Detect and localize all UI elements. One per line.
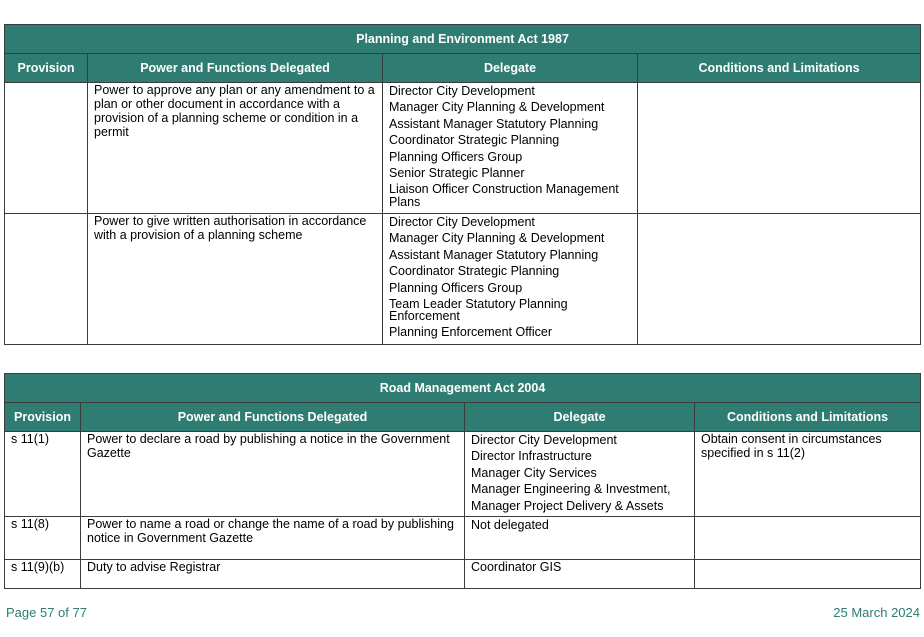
power-cell: Power to declare a road by publishing a … <box>80 431 465 517</box>
conditions-cell <box>636 82 922 214</box>
delegate-item: Senior Strategic Planner <box>389 165 525 180</box>
column-header-conditions: Conditions and Limitations <box>636 53 922 83</box>
delegate-item: Assistant Manager Statutory Planning <box>389 116 599 131</box>
delegate-item: Not delegated <box>471 518 549 532</box>
column-header-delegate: Delegate <box>382 53 638 83</box>
delegate-item: Director City Development <box>389 215 535 229</box>
delegate-item: Assistant Manager Statutory Planning <box>389 247 599 262</box>
delegate-cell: Coordinator GIS <box>464 559 695 589</box>
delegate-cell: Director City Development Director Infra… <box>464 431 695 517</box>
column-header-conditions: Conditions and Limitations <box>694 402 921 432</box>
column-header-provision: Provision <box>4 53 88 83</box>
power-cell: Power to give written authorisation in a… <box>87 213 383 345</box>
power-cell: Power to name a road or change the name … <box>80 516 465 560</box>
provision-cell <box>4 213 88 345</box>
column-header-delegate: Delegate <box>464 402 695 432</box>
delegate-item: Manager City Services <box>471 465 597 480</box>
table-row: s 11(1) Power to declare a road by publi… <box>4 431 921 517</box>
delegate-item: Planning Officers Group <box>389 149 523 164</box>
conditions-cell: Obtain consent in circumstances specifie… <box>694 431 921 517</box>
delegate-cell: Director City Development Manager City P… <box>382 82 638 214</box>
table-row: s 11(8) Power to name a road or change t… <box>4 516 921 560</box>
power-cell: Power to approve any plan or any amendme… <box>87 82 383 214</box>
provision-cell: s 11(9)(b) <box>4 559 81 589</box>
column-header-provision: Provision <box>4 402 81 432</box>
conditions-cell <box>694 559 921 589</box>
column-header-power: Power and Functions Delegated <box>87 53 383 83</box>
table-title: Road Management Act 2004 <box>4 373 921 403</box>
provision-cell: s 11(1) <box>4 431 81 517</box>
delegate-item: Manager City Planning & Development <box>389 231 605 246</box>
delegate-item: Planning Officers Group <box>389 280 523 295</box>
delegate-item: Director City Development <box>471 433 617 447</box>
table-title: Planning and Environment Act 1987 <box>3 24 922 54</box>
delegate-item: Planning Enforcement Officer <box>389 324 553 339</box>
delegate-item: Coordinator GIS <box>471 560 562 574</box>
delegate-item: Coordinator Strategic Planning <box>389 264 560 279</box>
conditions-cell <box>694 516 921 560</box>
road-management-act-table: Road Management Act 2004 Provision Power… <box>4 373 921 589</box>
power-cell: Duty to advise Registrar <box>80 559 465 589</box>
document-date: 25 March 2024 <box>833 605 920 620</box>
table-row: Power to approve any plan or any amendme… <box>4 82 922 214</box>
delegate-item: Director Infrastructure <box>471 449 592 464</box>
delegate-item: Manager Engineering & Investment, <box>471 482 671 497</box>
delegate-item: Team Leader Statutory Planning Enforceme… <box>389 296 568 324</box>
delegate-item: Coordinator Strategic Planning <box>389 133 560 148</box>
delegate-cell: Director City Development Manager City P… <box>382 213 638 345</box>
table-row: Power to give written authorisation in a… <box>4 213 922 345</box>
provision-cell <box>4 82 88 214</box>
provision-cell: s 11(8) <box>4 516 81 560</box>
conditions-cell <box>636 213 922 345</box>
planning-environment-act-table: Planning and Environment Act 1987 Provis… <box>3 24 922 345</box>
table-row: s 11(9)(b) Duty to advise Registrar Coor… <box>4 559 921 589</box>
delegate-item: Manager City Planning & Development <box>389 100 605 115</box>
column-header-power: Power and Functions Delegated <box>80 402 465 432</box>
delegate-item: Manager Project Delivery & Assets <box>471 498 664 513</box>
delegate-item: Liaison Officer Construction Management … <box>389 182 619 209</box>
delegate-item: Director City Development <box>389 84 535 98</box>
page-number: Page 57 of 77 <box>6 605 87 620</box>
delegate-cell: Not delegated <box>464 516 695 560</box>
